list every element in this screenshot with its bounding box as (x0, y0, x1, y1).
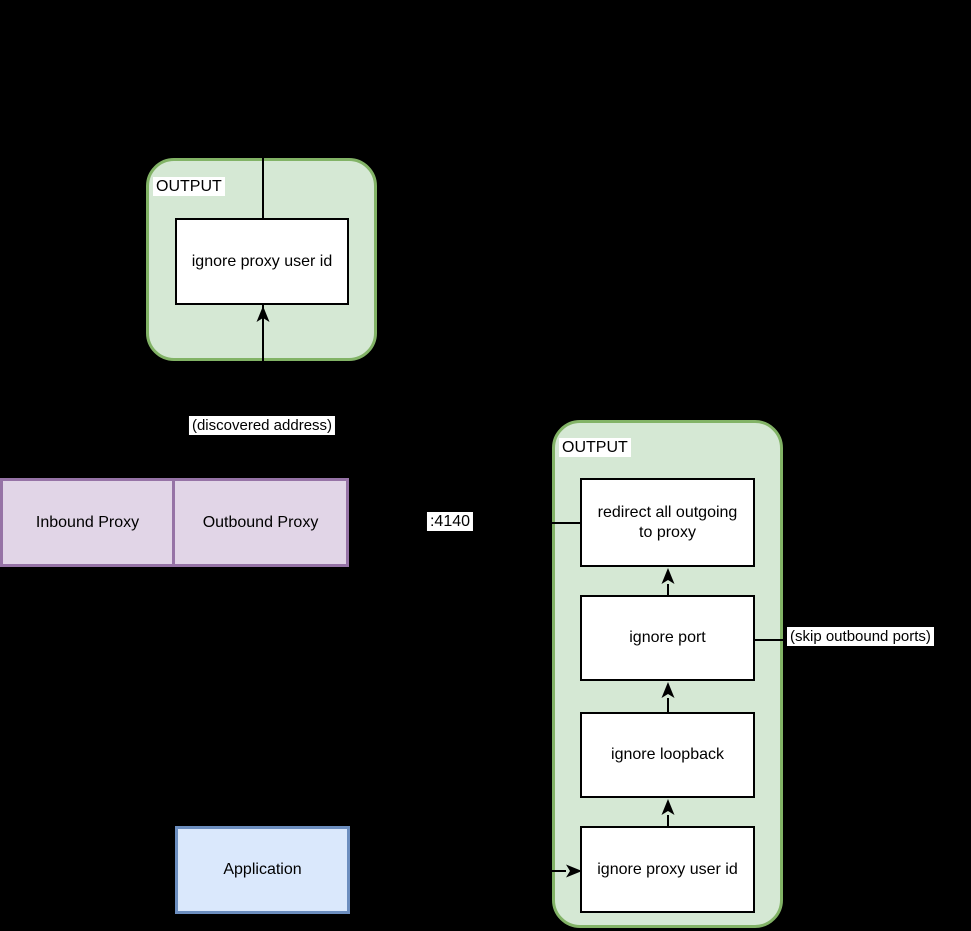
ignore-loopback-label: ignore loopback (611, 746, 724, 763)
node-ignore-port: ignore port (580, 595, 755, 681)
node-ignore-loopback: ignore loopback (580, 712, 755, 798)
application-label: Application (223, 861, 302, 878)
proxy-container: Inbound Proxy Outbound Proxy (0, 478, 349, 567)
node-redirect-all-outgoing: redirect all outgoing to proxy (580, 478, 755, 567)
annotation-skip-outbound-ports: (skip outbound ports) (787, 627, 934, 646)
node-application: Application (175, 826, 350, 914)
ignore-port-label: ignore port (629, 629, 706, 646)
node-ignore-proxy-user-id: ignore proxy user id (580, 826, 755, 913)
output-chain-right-label: OUTPUT (559, 438, 631, 457)
node-inbound-proxy: Inbound Proxy (3, 481, 175, 564)
node-outbound-proxy: Outbound Proxy (175, 481, 346, 564)
ignore-proxy-user-id-label: ignore proxy user id (597, 860, 738, 878)
output-chain-top-label: OUTPUT (153, 177, 225, 196)
annotation-port-4140: :4140 (426, 512, 474, 531)
inbound-proxy-label: Inbound Proxy (35, 513, 140, 531)
node-ignore-proxy-user-id-top-label: ignore proxy user id (191, 252, 333, 270)
redirect-all-outgoing-label: redirect all outgoing to proxy (597, 503, 738, 541)
outbound-proxy-label: Outbound Proxy (202, 513, 319, 531)
annotation-discovered-address: (discovered address) (188, 416, 336, 435)
node-ignore-proxy-user-id-top: ignore proxy user id (175, 218, 349, 305)
